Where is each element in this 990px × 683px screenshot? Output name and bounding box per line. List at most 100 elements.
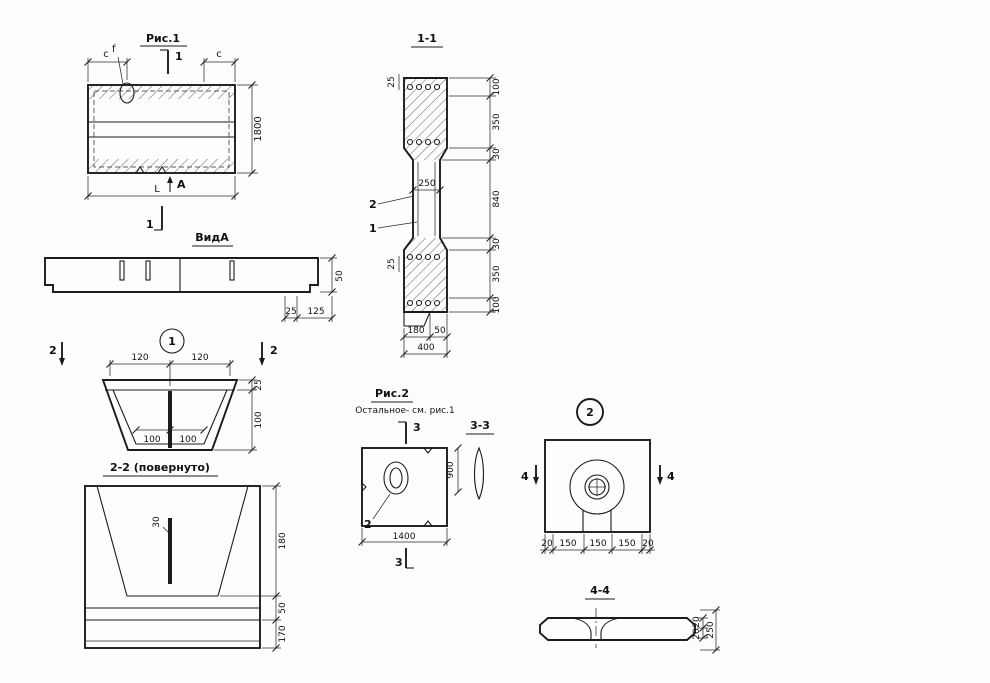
fig2-title: Рис.2 (375, 387, 409, 400)
detail-2-marker-label: 2 (586, 406, 594, 419)
fig2-outline (361, 447, 448, 527)
fig1-section-mark-top (160, 49, 169, 74)
fig1-dim-c-right: c (216, 49, 222, 60)
fig2-note: Остальное- см. рис.1 (355, 406, 454, 416)
view-a-elevation: ВидА 50 25 125 1 2 (44, 231, 345, 366)
section-2-2-dim-180: 180 (278, 532, 288, 549)
section-1-1-item-2-label: 2 (369, 198, 377, 211)
fig1-dim-L-label: L (154, 184, 160, 195)
section-2-2-slot (168, 518, 172, 584)
section-4-4-title: 4-4 (590, 584, 610, 597)
fig1-view-arrow (167, 176, 173, 192)
view-a-dim-50 (320, 253, 337, 297)
section-2-2-right-dims (220, 481, 281, 653)
fig2-hole-inner (389, 467, 403, 489)
section-1-1-dim-250 (408, 185, 445, 195)
section-1-1-item-1-label: 1 (369, 222, 377, 235)
section-2-2-outline (84, 485, 261, 649)
detail-2-bottom-dims (540, 534, 655, 555)
detail-2-marker-circle (576, 398, 604, 426)
detail-1-top-dims (105, 359, 235, 386)
section-1-1-dim-25-top: 25 (387, 76, 397, 87)
fig1-section-label-top: 1 (175, 50, 183, 63)
section-1-1-rebar (406, 83, 441, 307)
section-3-cut-bottom (405, 548, 414, 569)
fig1-panel-outline (87, 84, 236, 174)
detail-1-trough-section: 120 120 100 100 25 100 (101, 353, 264, 455)
section-2-label-left: 2 (49, 344, 57, 357)
fig1-title: Рис.1 (146, 32, 180, 45)
section-2-2-slot-leader (162, 526, 169, 533)
section-4-4-dims (697, 605, 721, 655)
section-2-label-right: 2 (270, 344, 278, 357)
detail-1-dim-100-right: 100 (179, 435, 196, 445)
fig1-section-mark-bottom (154, 206, 163, 231)
section-1-1-view: 1-1 250 25 25 2 1 (369, 32, 502, 359)
item-mark-1-circle (159, 328, 185, 354)
section-3-cut-top (398, 421, 407, 444)
fig2-dim-1400-label: 1400 (393, 532, 416, 542)
section-4-4-dim-20b: 20 (692, 628, 702, 640)
section-4-label-left: 4 (521, 470, 529, 483)
detail-2-dim-0: 20 (541, 539, 553, 549)
section-4-label-right: 4 (667, 470, 675, 483)
section-1-1-dim-50: 50 (434, 326, 446, 336)
section-4-4-view: 4-4 20 20 250 (539, 584, 721, 655)
view-a-title: ВидА (195, 231, 229, 244)
view-a-dim-125-label: 125 (307, 307, 324, 317)
figure-1-plan-view: Рис.1 f c c 1 (83, 32, 264, 231)
fig1-dim-1800-label: 1800 (253, 116, 264, 141)
fig1-dim-c-left: c (103, 49, 109, 60)
detail-1-dim-100-left: 100 (143, 435, 160, 445)
section-2-cut-right (259, 342, 265, 366)
section-1-1-outline (403, 77, 448, 313)
section-4-cut-right (657, 465, 663, 485)
item-mark-1-label: 1 (168, 335, 176, 348)
section-1-1-dim-r1: 350 (492, 113, 502, 130)
detail-1-dim-25: 25 (254, 379, 264, 390)
section-1-1-dim-25-bot: 25 (387, 258, 397, 269)
fig1-section-label-bottom: 1 (146, 218, 154, 231)
section-4-cut-left (533, 465, 539, 485)
section-1-1-foot (403, 311, 431, 327)
fig2-item-2-leader (372, 493, 391, 520)
section-1-1-item-2-leader (377, 195, 415, 205)
fig1-dim-1800 (237, 80, 258, 178)
section-3-label-bottom: 3 (395, 556, 403, 569)
section-1-1-dim-r2: 30 (492, 148, 502, 160)
section-4-4-funnel (571, 608, 621, 648)
section-1-1-dim-400: 400 (417, 343, 434, 353)
fig2-dim-900-label: 900 (446, 461, 456, 478)
section-2-2-dim-30: 30 (152, 516, 162, 528)
fig2-dim-900 (453, 443, 463, 497)
section-1-1-top-hatch (404, 78, 447, 160)
section-1-1-dim-r4: 30 (492, 238, 502, 250)
fig1-dim-L (83, 176, 240, 201)
detail-1-inner-dims (131, 425, 209, 435)
detail-2-dim-2: 150 (589, 539, 606, 549)
section-1-1-dim-r3: 840 (492, 190, 502, 207)
fig1-panel-lines (88, 121, 235, 174)
fig2-item-2-label: 2 (364, 518, 372, 531)
section-2-2-dim-170: 170 (278, 625, 288, 642)
section-1-1-dim-r0: 100 (492, 78, 502, 95)
section-1-1-title: 1-1 (417, 32, 437, 45)
detail-1-center-slot (168, 391, 172, 448)
section-1-1-dim-r5: 350 (492, 265, 502, 282)
section-1-1-item-1-leader (377, 221, 418, 229)
section-1-1-dim-250-label: 250 (418, 179, 435, 189)
section-1-1-bottom-dims (399, 314, 452, 359)
fig1-top-hatch (89, 86, 234, 99)
view-a-slots (119, 258, 235, 292)
fig1-view-a-label: А (177, 178, 186, 191)
view-a-dims-25-125 (280, 296, 337, 323)
section-4-4-dim-250: 250 (706, 621, 716, 638)
fig2-notches (361, 447, 433, 527)
section-2-2-dim-50: 50 (278, 602, 288, 614)
detail-1-dim-120-right: 120 (191, 353, 208, 363)
section-1-1-right-dims (442, 73, 496, 317)
detail-2-dim-4: 20 (642, 539, 654, 549)
detail-1-outline (101, 379, 239, 451)
